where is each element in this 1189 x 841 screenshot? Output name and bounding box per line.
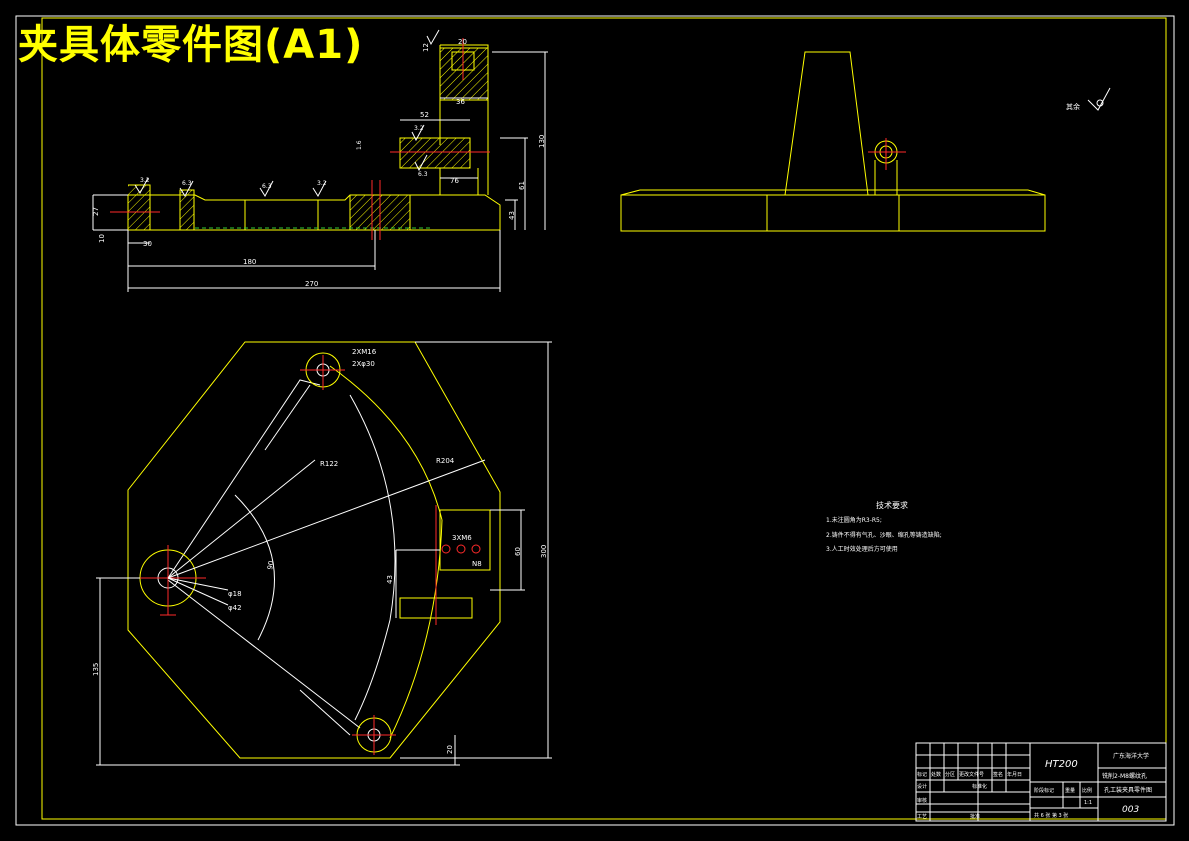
tech-item-2: 2.铸件不得有气孔、沙眼、缩孔等铸造缺陷; xyxy=(826,531,942,539)
label-phi42: φ42 xyxy=(228,604,242,612)
tech-item-3: 3.人工时效处理后方可使用 xyxy=(826,545,898,553)
dim-27: 27 xyxy=(92,207,100,216)
tb-header-zone: 分区 xyxy=(945,771,955,778)
tb-header-date: 年月日 xyxy=(1007,771,1022,778)
tech-title: 技术要求 xyxy=(876,500,908,510)
dim-61: 61 xyxy=(518,181,526,190)
dim-20: 20 xyxy=(458,38,467,46)
material: HT200 xyxy=(1045,759,1078,770)
outer-frame xyxy=(15,15,1175,826)
label-60: 60 xyxy=(514,547,522,556)
tb-standard: 标准化 xyxy=(972,783,987,790)
roughness-4: 3.2 xyxy=(317,180,327,187)
roughness-2: 6.3 xyxy=(182,180,192,187)
roughness-3: 6.3 xyxy=(262,183,272,190)
label-135: 135 xyxy=(92,663,100,676)
tb-scale: 比例 xyxy=(1082,787,1092,794)
dim-10: 10 xyxy=(98,234,106,243)
tb-stage: 阶段标记 xyxy=(1034,787,1054,794)
tb-sheets: 共 6 张 第 3 张 xyxy=(1034,812,1068,819)
plan-view xyxy=(96,341,552,766)
label-43: 43 xyxy=(386,575,394,584)
drawing-number: 003 xyxy=(1122,805,1139,815)
inner-frame xyxy=(41,17,1167,820)
tech-item-1: 1.未注圆角为R3-R5; xyxy=(826,516,882,524)
dim-130: 130 xyxy=(538,135,546,148)
label-phi18: φ18 xyxy=(228,590,242,598)
tb-header-sign: 签名 xyxy=(993,771,1003,778)
tb-scale-value: 1:1 xyxy=(1084,800,1092,806)
tb-header-change: 更改文件号 xyxy=(959,771,984,778)
label-n8: N8 xyxy=(472,560,482,568)
tb-approve: 批准 xyxy=(970,813,980,820)
label-r204: R204 xyxy=(436,457,455,465)
label-2xphi30: 2Xφ30 xyxy=(352,360,375,368)
roughness-1: 3.2 xyxy=(140,177,150,184)
dim-43: 43 xyxy=(508,211,516,220)
side-view xyxy=(620,51,1111,232)
roughness-5: 1.6 xyxy=(356,140,363,150)
label-300: 300 xyxy=(540,545,548,558)
label-r122: R122 xyxy=(320,460,338,468)
roughness-note: 其余 xyxy=(1066,102,1080,111)
dim-12: 12 xyxy=(422,43,430,52)
label-20: 20 xyxy=(446,745,454,754)
label-3xm6: 3XM6 xyxy=(452,534,472,542)
tb-header-mark: 标记 xyxy=(917,771,927,778)
dim-270: 270 xyxy=(305,280,318,288)
front-section-view xyxy=(92,29,548,292)
tb-design: 设计 xyxy=(917,783,927,790)
tb-process: 工艺 xyxy=(917,814,927,820)
dim-76: 76 xyxy=(450,177,459,185)
label-90: 90 xyxy=(266,560,275,570)
dim-36: 36 xyxy=(456,98,465,106)
tb-weight: 重量 xyxy=(1065,787,1075,794)
school: 广东海洋大学 xyxy=(1113,752,1149,760)
dim-30: 30 xyxy=(143,240,152,248)
tb-review: 审核 xyxy=(917,797,927,804)
drawing-title: 夹具体零件图(A1) xyxy=(18,22,364,68)
dim-180: 180 xyxy=(243,258,256,266)
roughness-6: 3.2 xyxy=(414,125,424,132)
label-2xm16: 2XM16 xyxy=(352,348,377,356)
dim-52: 52 xyxy=(420,111,429,119)
part-name-line1: 铣削2-M8螺纹孔 xyxy=(1102,772,1147,780)
roughness-7: 6.3 xyxy=(418,171,428,178)
tb-header-count: 处数 xyxy=(931,771,941,778)
part-name-line2: 孔工装夹具零件图 xyxy=(1104,786,1152,794)
title-block xyxy=(915,742,1167,822)
